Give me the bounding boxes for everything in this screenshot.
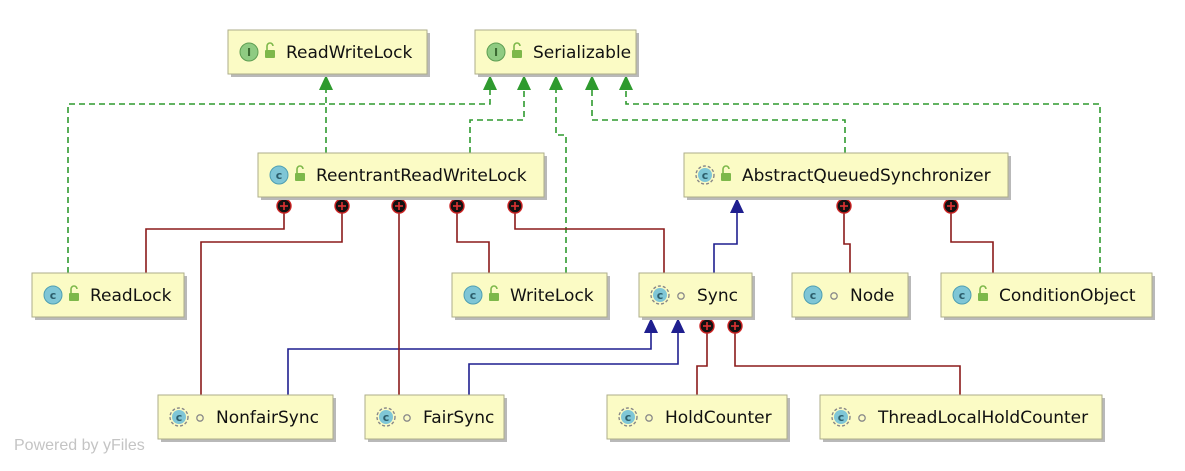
- svg-text:c: c: [276, 169, 283, 182]
- package-visibility-icon: [403, 414, 411, 422]
- svg-text:c: c: [470, 289, 477, 302]
- edge-inner-node-to-abstractqueuedsynchronizer: [836, 198, 852, 273]
- svg-text:c: c: [702, 169, 709, 182]
- class-node-sync[interactable]: c Sync: [638, 272, 755, 320]
- lock-open-icon: [265, 42, 275, 58]
- edge-implements-writelock-to-serializable: [549, 75, 567, 273]
- svg-text:c: c: [838, 411, 845, 424]
- edge-extends-fairsync-to-sync: [468, 318, 685, 395]
- class-name-label: Sync: [697, 286, 738, 306]
- lock-open-icon: [69, 285, 79, 301]
- edge-inner-writelock-to-reentrantreadwritelock: [449, 198, 490, 273]
- class-name-label: ThreadLocalHoldCounter: [877, 408, 1088, 428]
- edge-inner-nonfairsync-to-reentrantreadwritelock: [200, 198, 350, 395]
- svg-text:c: c: [959, 289, 966, 302]
- arrowhead-implements: [319, 75, 333, 90]
- arrowhead-implements: [549, 75, 563, 90]
- interface-icon: I: [239, 42, 259, 62]
- edge-inner-sync-to-reentrantreadwritelock: [507, 198, 665, 273]
- class-node-nonfairsync[interactable]: c NonfairSync: [157, 394, 336, 442]
- abstract-class-icon: c: [376, 407, 396, 427]
- edge-extends-sync-to-abstractqueuedsynchronizer: [713, 198, 744, 273]
- abstract-class-icon: c: [618, 407, 638, 427]
- arrowhead-implements: [517, 75, 531, 90]
- package-visibility-icon: [858, 414, 866, 422]
- class-node-node[interactable]: c Node: [791, 272, 911, 320]
- edge-implements-conditionobject-to-serializable: [619, 75, 1101, 273]
- class-node-fairsync[interactable]: c FairSync: [364, 394, 507, 442]
- edge-inner-readlock-to-reentrantreadwritelock: [145, 198, 292, 273]
- arrowhead-implements: [585, 75, 599, 90]
- class-node-readwritelock[interactable]: I ReadWriteLock: [227, 29, 430, 77]
- svg-text:c: c: [383, 411, 390, 424]
- abstract-class-icon: c: [650, 285, 670, 305]
- edge-inner-threadlocalholdcounter-to-sync: [727, 318, 961, 395]
- edge-implements-readlock-to-serializable: [67, 75, 497, 273]
- class-node-threadlocalholdcounter[interactable]: c ThreadLocalHoldCounter: [819, 394, 1105, 442]
- class-node-serializable[interactable]: I Serializable: [474, 29, 639, 77]
- edge-implements-reentrantreadwritelock-to-serializable: [469, 75, 531, 153]
- nodes-layer: I ReadWriteLock I Serializable c ReentrantRea…: [31, 29, 1155, 442]
- class-name-label: FairSync: [423, 408, 494, 428]
- class-node-conditionobject[interactable]: c ConditionObject: [940, 272, 1155, 320]
- class-icon: c: [803, 285, 823, 305]
- svg-text:c: c: [657, 289, 664, 302]
- class-node-readlock[interactable]: c ReadLock: [31, 272, 187, 320]
- class-name-label: WriteLock: [510, 286, 594, 306]
- abstract-class-icon: c: [695, 165, 715, 185]
- class-node-abstractqueuedsynchronizer[interactable]: c AbstractQueuedSynchronizer: [683, 152, 1011, 200]
- lock-open-icon: [295, 165, 305, 181]
- package-visibility-icon: [830, 292, 838, 300]
- class-node-writelock[interactable]: c WriteLock: [451, 272, 610, 320]
- class-name-label: HoldCounter: [665, 408, 772, 428]
- edge-inner-holdcounter-to-sync: [696, 318, 715, 395]
- package-visibility-icon: [645, 414, 653, 422]
- lock-open-icon: [512, 42, 522, 58]
- svg-text:I: I: [247, 46, 251, 59]
- class-icon: c: [952, 285, 972, 305]
- svg-text:I: I: [494, 46, 498, 59]
- arrowhead-extends: [730, 198, 744, 213]
- package-visibility-icon: [196, 414, 204, 422]
- class-icon: c: [269, 165, 289, 185]
- abstract-class-icon: c: [831, 407, 851, 427]
- package-visibility-icon: [677, 292, 685, 300]
- edge-extends-nonfairsync-to-sync: [287, 318, 658, 395]
- edge-inner-fairsync-to-reentrantreadwritelock: [391, 198, 407, 395]
- arrowhead-implements: [619, 75, 633, 90]
- class-name-label: Serializable: [533, 43, 631, 63]
- edge-implements-abstractqueuedsynchronizer-to-serializable: [585, 75, 846, 153]
- class-name-label: ReadLock: [90, 286, 172, 306]
- interface-icon: I: [486, 42, 506, 62]
- lock-open-icon: [489, 285, 499, 301]
- class-name-label: NonfairSync: [216, 408, 319, 428]
- edge-inner-conditionobject-to-abstractqueuedsynchronizer: [943, 198, 994, 273]
- edges-layer: [67, 75, 1101, 395]
- svg-text:c: c: [50, 289, 57, 302]
- lock-open-icon: [721, 165, 731, 181]
- arrowhead-extends: [644, 318, 658, 333]
- lock-open-icon: [978, 285, 988, 301]
- edge-implements-reentrantreadwritelock-to-readwritelock: [319, 75, 333, 153]
- class-icon: c: [43, 285, 63, 305]
- svg-text:c: c: [810, 289, 817, 302]
- svg-text:c: c: [176, 411, 183, 424]
- class-name-label: ReadWriteLock: [286, 43, 413, 63]
- class-node-holdcounter[interactable]: c HoldCounter: [606, 394, 790, 442]
- class-name-label: ConditionObject: [999, 286, 1136, 306]
- class-node-reentrantreadwritelock[interactable]: c ReentrantReadWriteLock: [257, 152, 547, 200]
- class-name-label: Node: [850, 286, 894, 306]
- class-name-label: AbstractQueuedSynchronizer: [742, 166, 991, 186]
- class-name-label: ReentrantReadWriteLock: [316, 166, 527, 186]
- svg-text:c: c: [625, 411, 632, 424]
- arrowhead-implements: [483, 75, 497, 90]
- class-icon: c: [463, 285, 483, 305]
- abstract-class-icon: c: [169, 407, 189, 427]
- powered-by-footer: Powered by yFiles: [14, 437, 145, 454]
- arrowhead-extends: [671, 318, 685, 333]
